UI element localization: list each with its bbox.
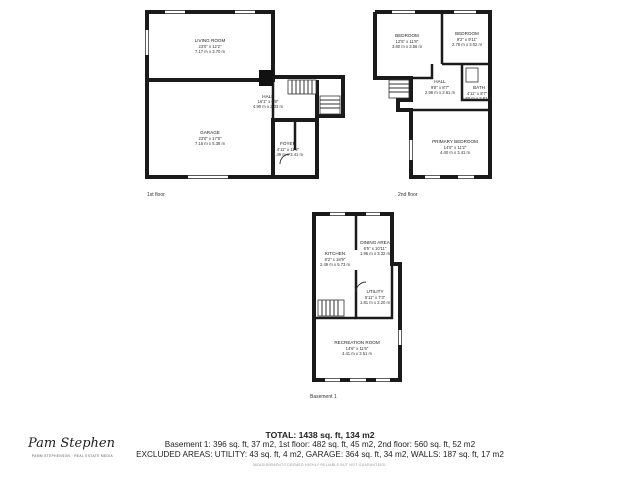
room-dims-metric: 1.49 m x 3.41 m [273, 152, 304, 157]
room-name: DINING AREA [360, 240, 391, 245]
room-dims-metric: 1.50 m x 2.61 m [462, 96, 493, 101]
basement-plan: DINING AREA 6'5" x 10'11" 1.96 m x 3.32 … [310, 212, 402, 400]
floor-label: Basement 1 [310, 394, 337, 400]
room-dims-metric: 7.17 m x 3.70 m [195, 49, 226, 54]
utility-door [355, 281, 367, 293]
room-name: KITCHEN [325, 251, 345, 256]
excluded-areas: EXCLUDED AREAS: UTILITY: 43 sq. ft, 4 m2… [136, 450, 504, 459]
basement-windows [325, 212, 402, 382]
basement-outline [312, 212, 402, 382]
room-dims-imperial: 16'1" x 6'8" [258, 99, 279, 104]
room-dims-metric: 4.41 m x 3.51 m [342, 351, 373, 356]
room-dims-imperial: 9'2" x 9'11" [457, 37, 478, 42]
room-name: HALL [434, 79, 446, 84]
room-dims-metric: 2.78 m x 3.02 m [452, 42, 483, 47]
garage-walls [145, 80, 319, 179]
room-name: UTILITY [366, 289, 383, 294]
room-dims-imperial: 12'5" x 11'8" [396, 39, 419, 44]
room-dims-metric: 1.96 m x 3.32 m [360, 251, 391, 256]
room-dims-imperial: 9'8" x 8'7" [431, 85, 450, 90]
logo-subline: PAMM STEPHENSON · REAL ESTATE MEDIA [32, 454, 114, 458]
room-dims-imperial: 14'5" x 11'2" [444, 145, 467, 150]
floor-label: 1st floor [147, 192, 165, 198]
room-dims-metric: 4.40 m x 3.41 m [440, 150, 471, 155]
foyer-walls [271, 120, 319, 179]
second-floor-stairs [388, 67, 479, 99]
room-name: RECREATION ROOM [334, 340, 380, 345]
first-floor-windows [145, 10, 255, 179]
room-name: HALL [262, 94, 274, 99]
foyer-door [279, 153, 291, 165]
disclaimer: MEASUREMENTS DEEMED HIGHLY RELIABLE BUT … [253, 463, 387, 467]
room-dims-metric: 4.90 m x 2.03 m [253, 104, 284, 109]
chimney [259, 70, 273, 86]
total-area: TOTAL: 1438 sq. ft, 134 m2 [265, 430, 375, 440]
room-dims-imperial: 23'0" x 12'2" [199, 44, 222, 49]
room-dims-metric: 7.16 m x 5.38 m [195, 141, 226, 146]
area-breakdown: Basement 1: 396 sq. ft, 37 m2, 1st floor… [164, 440, 476, 449]
room-name: PRIMARY BEDROOM [432, 139, 478, 144]
room-name: FOYER [280, 141, 297, 146]
room-dims-imperial: 6'5" x 10'11" [364, 246, 387, 251]
first-floor-stairs [287, 79, 341, 115]
room-dims-imperial: 4'11" x 11'2" [277, 147, 300, 152]
room-dims-metric: 2.96 m x 2.61 m [425, 90, 456, 95]
first-floor-plan: LIVING ROOM 23'0" x 12'2" 7.17 m x 3.70 … [145, 10, 345, 198]
logo-signature: Pam Stephen [28, 436, 115, 451]
room-name: LIVING ROOM [195, 38, 226, 43]
second-floor-windows [392, 10, 476, 179]
room-name: BEDROOM [395, 33, 419, 38]
room-dims-imperial: 8'2" x 18'9" [325, 257, 346, 262]
room-dims-metric: 1.81 m x 2.20 m [360, 300, 391, 305]
basement-stairs [317, 299, 345, 317]
room-dims-imperial: 23'6" x 17'8" [199, 136, 222, 141]
floor-label: 2nd floor [398, 192, 418, 198]
room-dims-imperial: 5'11" x 7'3" [365, 295, 386, 300]
room-dims-imperial: 14'6" x 11'6" [346, 346, 369, 351]
brand-logo: Pam Stephen PAMM STEPHENSON · REAL ESTAT… [16, 436, 115, 460]
second-floor-plan: BEDROOM 12'5" x 11'8" 3.80 m x 3.56 m BE… [373, 10, 493, 198]
room-dims-imperial: 4'11" x 8'7" [467, 91, 488, 96]
room-name: BEDROOM [455, 31, 479, 36]
room-name: GARAGE [200, 130, 220, 135]
room-dims-metric: 3.80 m x 3.56 m [392, 44, 423, 49]
room-dims-metric: 2.49 m x 5.73 m [320, 262, 351, 267]
room-name: BATH [473, 85, 485, 90]
